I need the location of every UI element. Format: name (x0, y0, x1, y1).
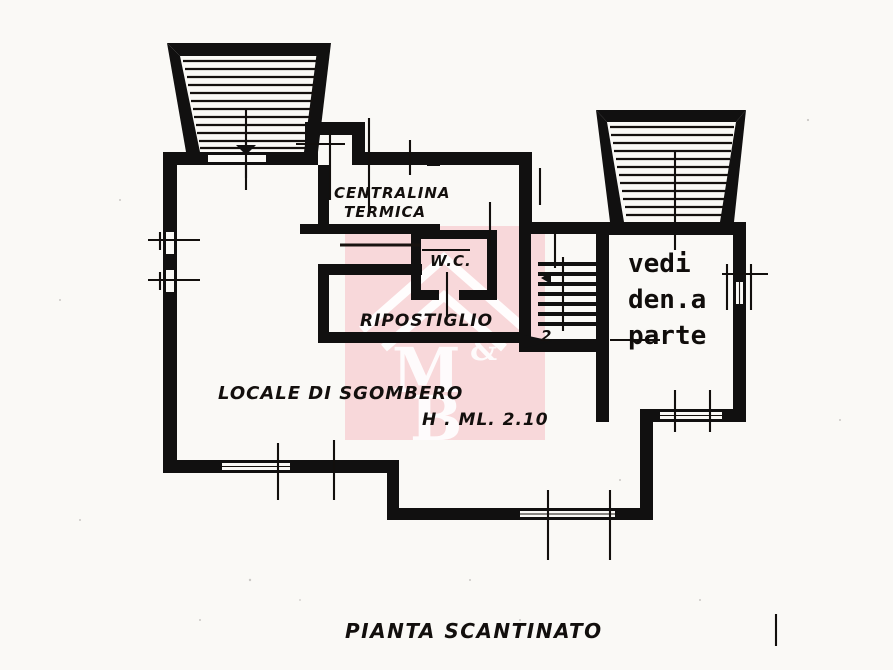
interior-partitions (300, 165, 531, 343)
watermark-letter-m: M (392, 334, 461, 407)
wall-wc-stub-left (411, 290, 439, 300)
tl-stair-treads (183, 59, 316, 150)
stair-tread-1 (538, 262, 596, 266)
label-vedi-line1: vedi (628, 249, 691, 279)
stair-up-arrow-icon (541, 272, 551, 284)
wall-centralina-stub (300, 224, 328, 234)
wall-right-wing-top (596, 222, 746, 235)
wall-centralina-south (318, 224, 440, 234)
stair-tread-6 (538, 312, 596, 316)
label-sgombero-line2: H . ML. 2.10 (422, 410, 549, 430)
watermark-letter-b: B (410, 382, 462, 455)
wall-wc-north (411, 230, 497, 239)
tl-stair-top-wall (167, 43, 318, 56)
label-vedi-line3: parte (628, 321, 706, 351)
wall-wc-west (411, 238, 421, 298)
label-centralina-line1: CENTRALINA (334, 184, 451, 202)
plan-caption: PIANTA SCANTINATO (345, 619, 603, 643)
wall-wc-east (487, 238, 497, 300)
wall-top-centralina-left (352, 152, 427, 165)
stair-direction-arrow-icon (524, 335, 552, 348)
dimension-ticks (148, 118, 778, 646)
tr-stair-right-wall (720, 110, 746, 222)
top-right-external-stair (596, 110, 746, 250)
wall-stair-top (519, 222, 609, 234)
opening-top-left (208, 155, 266, 162)
label-sgombero-line1: LOCALE DI SGOMBERO (218, 383, 463, 404)
wall-ripostiglio-south (318, 332, 528, 343)
stair-tread-7 (538, 322, 596, 326)
tl-stair-left-wall (167, 43, 200, 152)
wall-ripostiglio-north (318, 264, 422, 275)
wall-wc-stub-right (459, 290, 497, 300)
wall-step-horizontal-a (305, 122, 365, 135)
label-ripostiglio: RIPOSTIGLIO (360, 311, 493, 331)
wall-right-wing-riser (519, 152, 532, 232)
watermark-house-inner (381, 290, 507, 352)
window-left-upper (166, 232, 174, 254)
wall-stairwell-east (519, 222, 531, 342)
wall-left-exterior (163, 152, 177, 472)
stair-tread-2 (538, 272, 596, 276)
stair-tread-4 (538, 292, 596, 296)
wall-ripostiglio-west (318, 264, 329, 342)
wall-right-wing-left-upper (596, 222, 609, 342)
wall-top-centralina-right (427, 152, 532, 165)
wall-bottom-step-vertical (387, 465, 399, 520)
tr-stair-top-wall (596, 110, 746, 122)
stair-tread-5 (538, 302, 596, 306)
label-centralina-line2: TERMICA (344, 203, 426, 221)
wall-lower-right-vertical (640, 409, 653, 519)
stair-number-label: 2 (541, 327, 552, 345)
paper-noise (59, 118, 841, 621)
stair-tread-3 (538, 282, 596, 286)
room-labels: CENTRALINA TERMICA W.C. RIPOSTIGLIO LOCA… (218, 184, 706, 430)
internal-staircase: 2 (524, 257, 596, 348)
tr-stair-left-wall (596, 110, 624, 222)
label-vedi-line2: den.a (628, 285, 706, 315)
wall-centralina-west (318, 165, 329, 234)
wall-right-wing-left-lower (596, 339, 609, 422)
top-left-external-stair (167, 43, 331, 178)
watermark-house-roof (359, 252, 529, 334)
label-wc: W.C. (430, 252, 472, 270)
wall-right-exterior (733, 222, 746, 422)
